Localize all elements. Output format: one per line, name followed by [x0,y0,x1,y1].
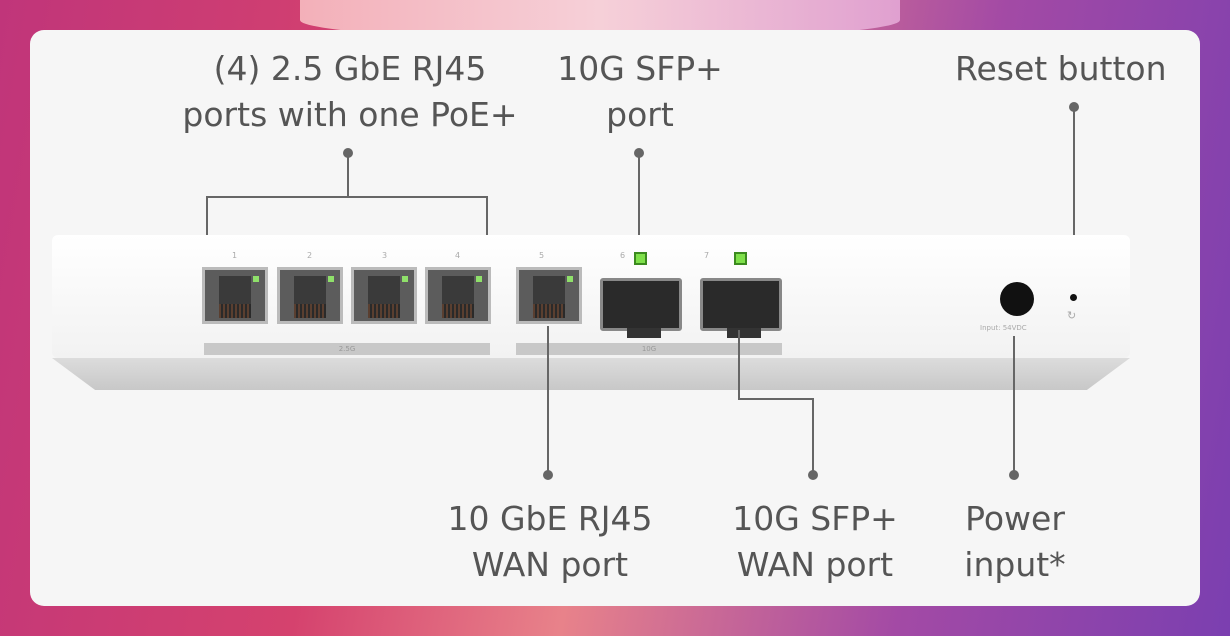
sfp-wan-port-7 [700,278,782,338]
rj45-port-3 [351,267,417,324]
rj45-port-1 [202,267,268,324]
callout-line [638,153,640,248]
router-device: 1 2 3 4 5 6 7 2.5G 10G Input: 54VDC ↻ [52,235,1130,358]
callout-line [812,398,814,472]
port-group-label-10g: 10G [516,343,782,355]
label-line: 10G SFP+ [557,49,723,88]
callout-bracket [486,196,488,236]
port-number: 4 [455,251,461,260]
port-group-label-2-5g: 2.5G [204,343,490,355]
callout-bracket [206,196,208,236]
sfp-wan-led [734,252,747,265]
label-sfp-port: 10G SFP+ port [520,46,760,138]
reset-button[interactable] [1070,294,1077,301]
label-reset: Reset button [955,49,1167,88]
port-number: 7 [704,251,710,260]
rj45-wan-port-5 [516,267,582,324]
label-line: WAN port [736,545,894,584]
label-line: input* [964,545,1066,584]
callout-bracket [206,196,488,198]
callout-dot [808,470,818,480]
label-line: ports with one PoE+ [182,95,518,134]
label-line: 10 GbE RJ45 [447,499,653,538]
port-number: 2 [307,251,313,260]
callout-dot [1009,470,1019,480]
device-base [52,358,1130,390]
label-line: WAN port [471,545,629,584]
callout-line [738,330,740,400]
callout-dot [543,470,553,480]
label-line: port [606,95,674,134]
callout-line [738,398,814,400]
reset-icon: ↻ [1067,309,1077,322]
power-jack [1000,282,1034,316]
callout-line [547,326,549,472]
label-wan-sfp: 10G SFP+ WAN port [700,496,930,588]
sfp-led [634,252,647,265]
rj45-port-2 [277,267,343,324]
port-number: 5 [539,251,545,260]
callout-line [347,153,349,198]
sfp-port-6 [600,278,682,338]
diagram-card: (4) 2.5 GbE RJ45 ports with one PoE+ 10G … [30,30,1200,606]
port-number: 1 [232,251,238,260]
callout-line [1013,336,1015,472]
port-number: 3 [382,251,388,260]
label-line: Power [965,499,1065,538]
power-rating-text: Input: 54VDC [980,324,1027,332]
label-line: (4) 2.5 GbE RJ45 [213,49,487,88]
port-number: 6 [620,251,626,260]
callout-line [1073,107,1075,295]
label-line: 10G SFP+ [732,499,898,538]
rj45-port-4-poe [425,267,491,324]
label-power: Power input* [930,496,1100,588]
label-rj45-ports: (4) 2.5 GbE RJ45 ports with one PoE+ [160,46,540,138]
